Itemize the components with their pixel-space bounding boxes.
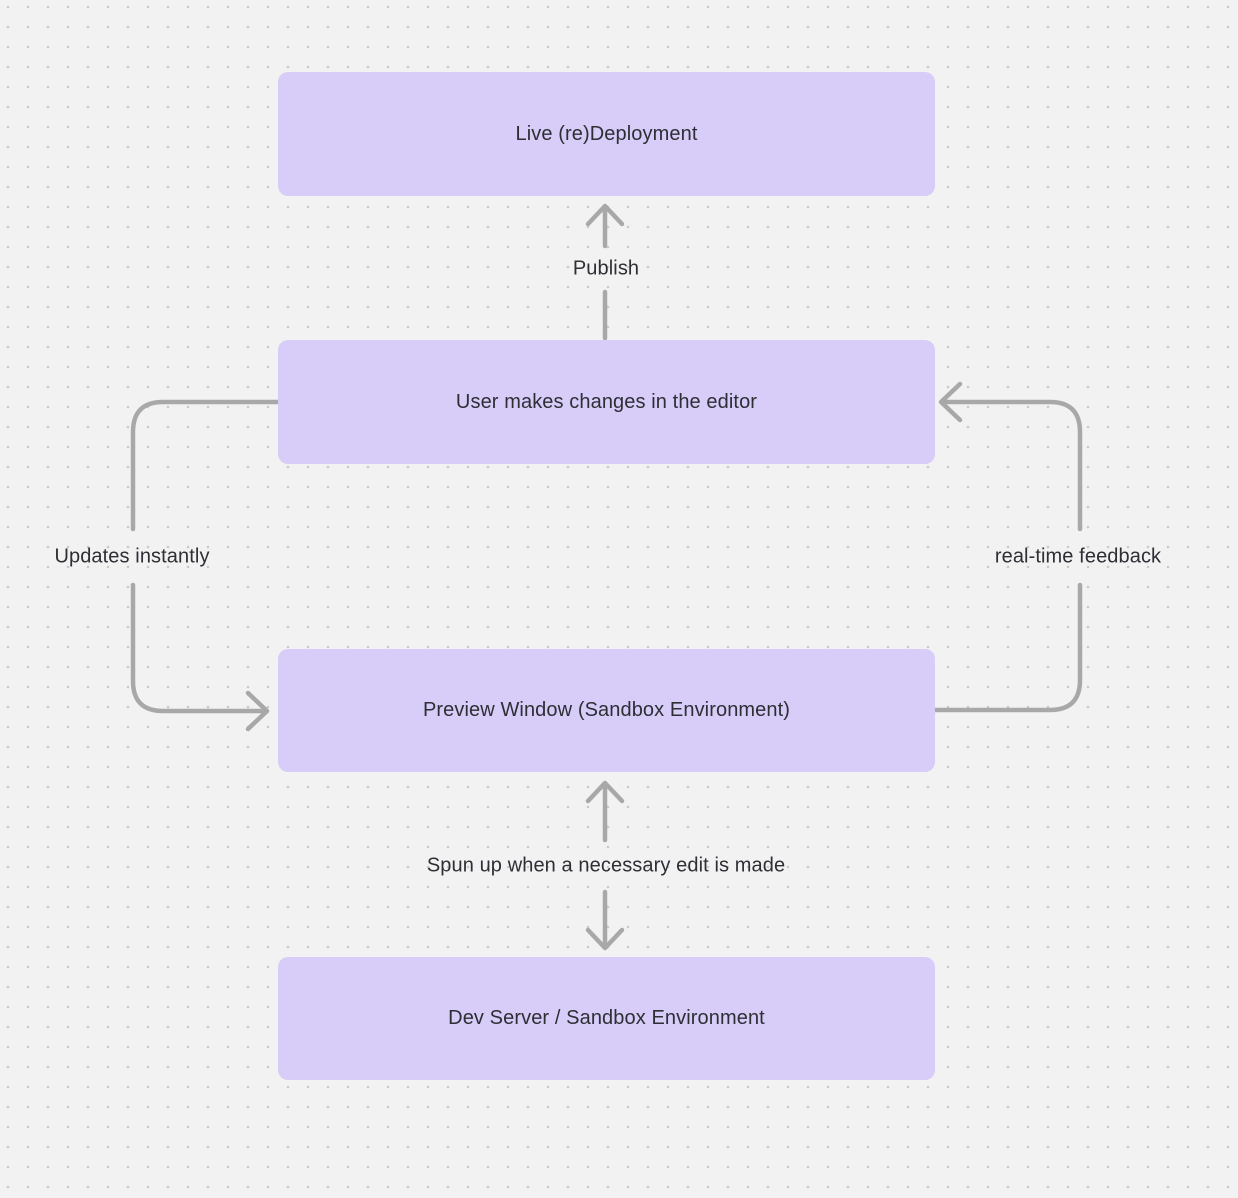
edge-label-updates-instantly: Updates instantly [54, 545, 210, 568]
node-label: Dev Server / Sandbox Environment [448, 1007, 765, 1029]
arrow-up-icon [585, 780, 625, 804]
node-live-redeployment: Live (re)Deployment [278, 72, 935, 196]
node-preview-window: Preview Window (Sandbox Environment) [278, 649, 935, 772]
arrow-left-icon [938, 381, 963, 423]
feedback-shaft-top [940, 399, 1083, 532]
node-label: Preview Window (Sandbox Environment) [422, 699, 791, 721]
edge-label-publish: Publish [572, 257, 640, 280]
updates-shaft-bottom [130, 582, 268, 714]
node-editor-changes: User makes changes in the editor [278, 340, 935, 464]
edge-label-spun-up: Spun up when a necessary edit is made [426, 854, 786, 877]
node-label: Live (re)Deployment [515, 122, 698, 145]
arrow-up-icon [585, 203, 625, 227]
arrow-down-icon [585, 927, 625, 951]
node-dev-server: Dev Server / Sandbox Environment [278, 957, 935, 1080]
node-label: User makes changes in the editor [455, 390, 758, 413]
arrow-right-icon [245, 690, 270, 732]
feedback-shaft-bottom [931, 582, 1083, 713]
updates-shaft-top [130, 399, 281, 532]
edge-label-real-time-feedback: real-time feedback [994, 545, 1162, 568]
